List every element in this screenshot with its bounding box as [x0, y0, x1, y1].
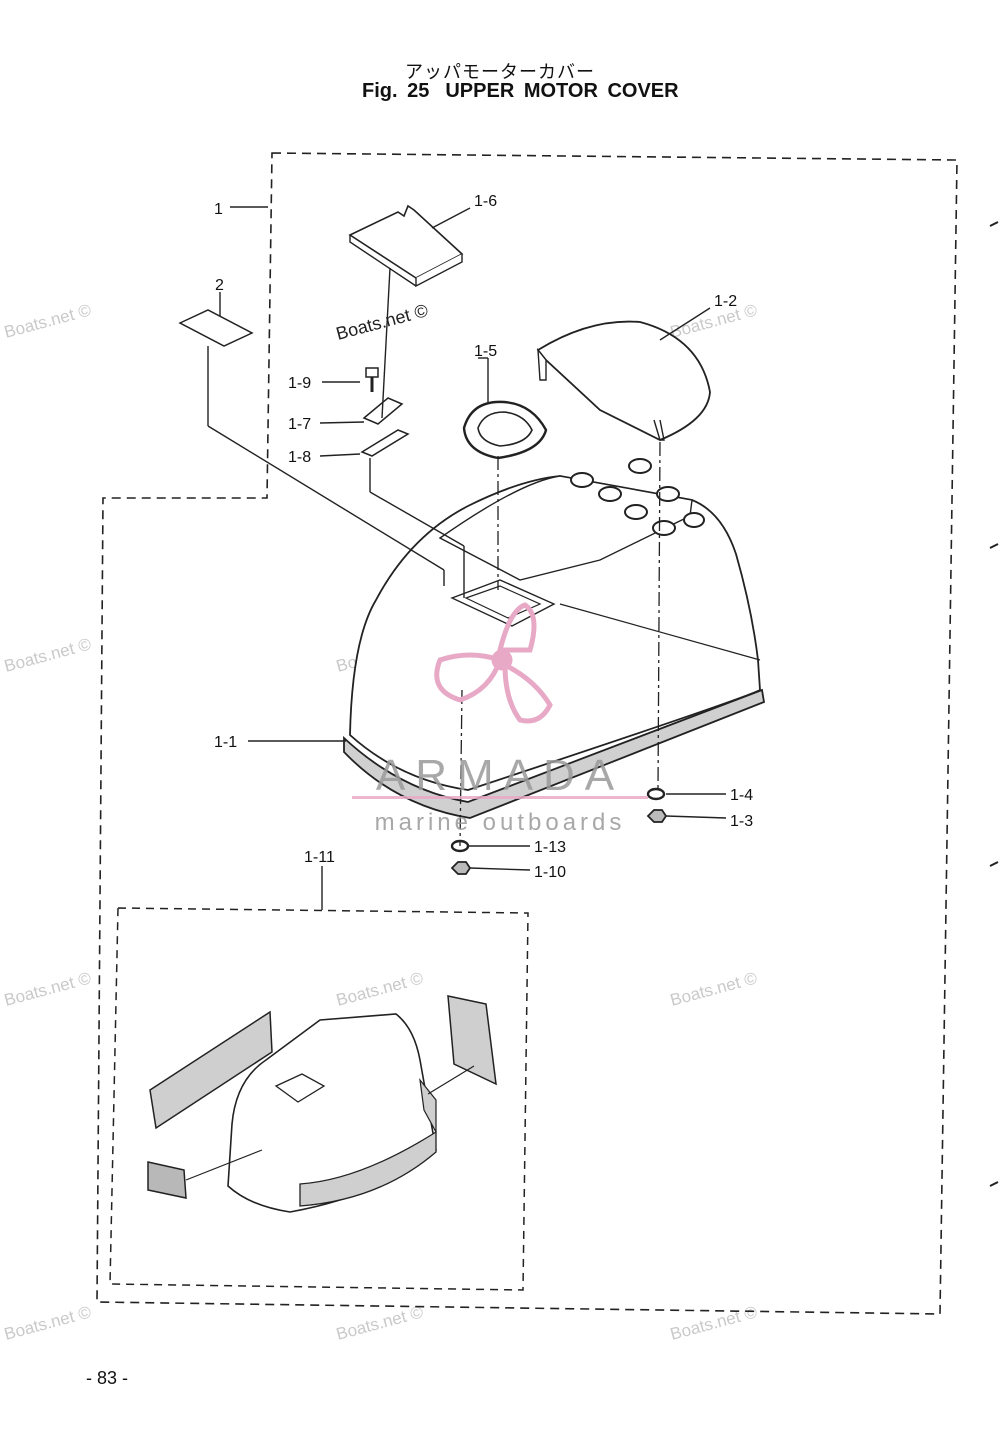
- figure-title: Fig. 25 UPPER MOTOR COVER: [362, 80, 695, 103]
- watermark-text: Boats.net ©: [334, 1302, 425, 1344]
- callout-1-6: 1-6: [474, 193, 497, 210]
- figure-number: Fig. 25: [362, 80, 430, 102]
- callout-1-10: 1-10: [534, 864, 566, 881]
- callout-1-5: 1-5: [474, 343, 497, 360]
- leader-lines: [207, 206, 727, 910]
- callout-1: 1: [214, 201, 223, 218]
- title-japanese: アッパモーターカバー: [405, 62, 595, 83]
- brand-subtitle: marine outboards: [375, 809, 626, 836]
- watermark-text: Boats.net ©: [2, 968, 93, 1010]
- part-1-10-nut: [450, 861, 472, 875]
- callout-1-7: 1-7: [288, 416, 311, 433]
- callout-1-1: 1-1: [214, 734, 237, 751]
- margin-marks: [989, 221, 999, 1187]
- watermark-text: Boats.net ©: [2, 300, 93, 342]
- part-1-1-main-cover: [343, 458, 766, 819]
- assembly-boundary: [96, 152, 958, 1315]
- watermark-text: Boats.net ©: [668, 968, 759, 1010]
- callout-1-13: 1-13: [534, 839, 566, 856]
- callout-2: 2: [215, 277, 224, 294]
- watermark-text: Boats.net ©: [334, 300, 430, 344]
- dash-dot-lines: [459, 441, 661, 847]
- part-1-3-nut: [646, 809, 668, 823]
- part-1-6-plate: [348, 204, 464, 288]
- callout-1-8: 1-8: [288, 449, 311, 466]
- callout-1-3: 1-3: [730, 813, 753, 830]
- decal-kit-boundary: [109, 907, 529, 1291]
- watermark-text: Boats.net ©: [668, 1302, 759, 1344]
- callout-1-11: 1-11: [304, 849, 335, 866]
- part-1-9-bolt: [365, 367, 379, 392]
- callout-1-4: 1-4: [730, 787, 753, 804]
- callout-1-2: 1-2: [714, 293, 737, 310]
- part-1-2-rear-cap: [536, 320, 711, 441]
- page-number: - 83 -: [86, 1368, 129, 1388]
- part-1-4-washer: [646, 787, 666, 801]
- watermark-text: Boats.net ©: [334, 968, 425, 1010]
- figure-name: UPPER MOTOR COVER: [445, 80, 679, 102]
- part-1-8-plate: [360, 429, 410, 457]
- watermark-text: Boats.net ©: [2, 634, 93, 676]
- part-2-label: [178, 309, 254, 347]
- callout-1-9: 1-9: [288, 375, 311, 392]
- callouts: 1 2 1-6 1-2 1-5 1-9 1-7 1-8 1-1 1-4 1-3 …: [214, 193, 753, 881]
- brand-watermark: ARMADA: [376, 751, 624, 800]
- part-1-11-decal-kit: [147, 995, 497, 1213]
- propeller-logo-icon: [434, 602, 553, 724]
- armada-watermark: ARMADA marine outboards: [352, 602, 648, 836]
- watermark-text: Boats.net ©: [2, 1302, 93, 1344]
- part-1-5-grommet: [462, 400, 548, 460]
